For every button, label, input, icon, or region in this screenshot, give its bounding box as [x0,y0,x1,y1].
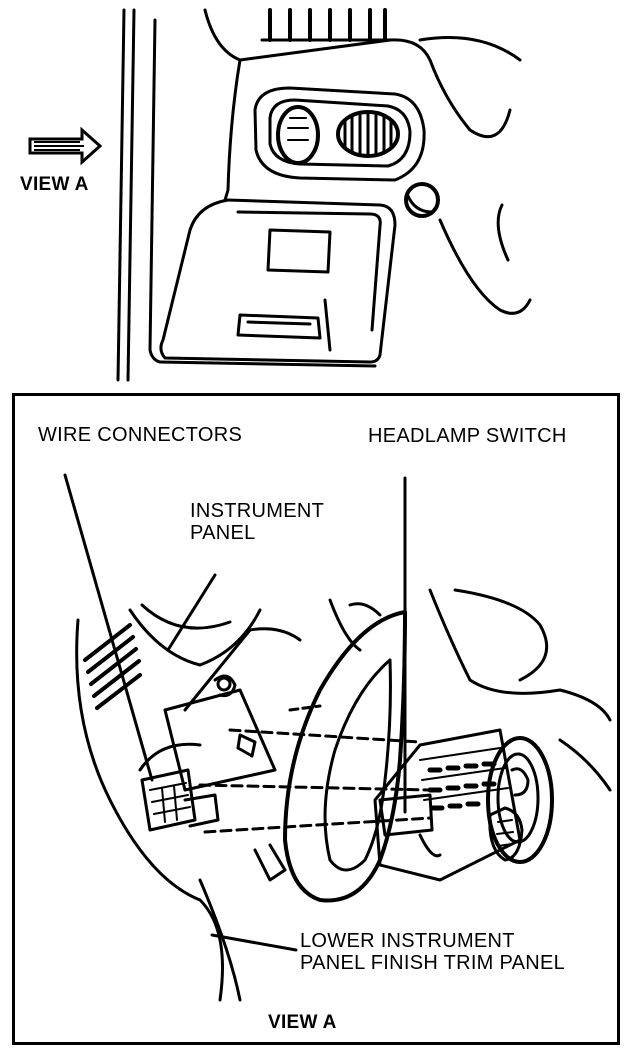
dashboard-overview-drawing [28,8,532,382]
door-edge-line [116,8,126,382]
view-arrow-icon [28,126,103,166]
finish-trim-bezel [283,602,407,903]
lower-trim-leader [210,933,298,952]
wire-connector-blocks [138,742,220,832]
label-headlamp-switch: HEADLAMP SWITCH [368,425,567,447]
label-instrument-panel: INSTRUMENT PANEL [190,500,325,544]
label-wire-connectors: WIRE CONNECTORS [38,424,243,446]
label-lower-trim-panel: LOWER INSTRUMENT PANEL FINISH TRIM PANEL [300,930,566,974]
headlamp-switch-assembly [373,728,554,882]
mounting-bracket [163,688,277,792]
headlamp-knob [276,105,320,165]
headlamp-switch-bezel [253,86,426,182]
wire-connectors-leader [63,473,154,782]
dimmer-wheel [336,110,400,158]
headlamp-switch-knob [488,806,524,862]
lower-trim-panel-overview [159,198,397,364]
view-a-arrow-label: VIEW A [20,174,89,195]
side-vent [83,623,142,710]
detail-view-frame [12,393,620,1045]
instrument-panel-leader [166,573,217,652]
dash-knob-right [404,182,440,218]
vent-grille [268,8,387,42]
detail-view-caption: VIEW A [268,1012,337,1033]
trim-panel-opening [266,228,332,274]
